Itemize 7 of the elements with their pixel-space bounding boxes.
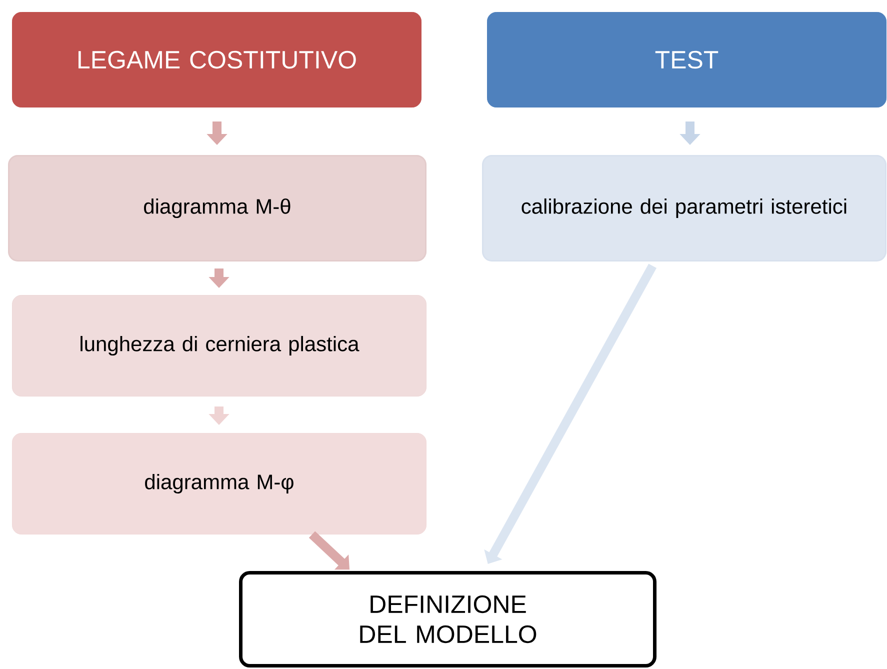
model-box: DEFINIZIONE DEL MODELLO xyxy=(239,571,656,668)
process-box: diagramma M-φ xyxy=(12,433,426,534)
process-box: lunghezza di cerniera plastica xyxy=(12,295,426,396)
header-box: TEST xyxy=(487,12,886,108)
process-box: calibrazione dei parametri isteretici xyxy=(482,155,886,262)
header-box: LEGAME COSTITUTIVO xyxy=(12,12,422,108)
process-box: diagramma M-θ xyxy=(8,155,426,262)
